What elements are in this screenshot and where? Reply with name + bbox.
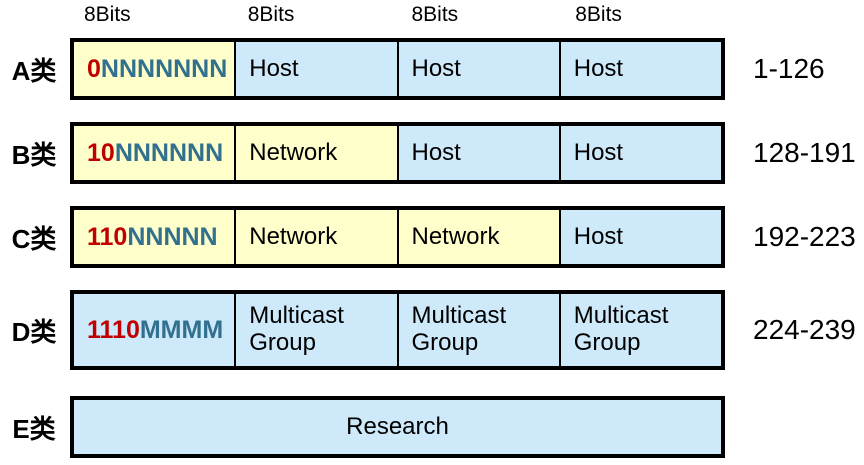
octet-row-c: 110NNNNN Network Network Host: [70, 206, 725, 268]
octet-cell-label: Multicast Group: [411, 302, 507, 356]
octet-cell-label: Network: [249, 138, 338, 166]
octet-cell-label: Host: [573, 222, 624, 250]
octet-cell-label: Host: [411, 54, 461, 82]
address-range-label: 224-239: [753, 314, 856, 345]
address-range-label: 192-223: [753, 221, 856, 252]
octet-cell: Host: [234, 42, 397, 96]
class-label-a: A类: [11, 55, 57, 86]
bit-pattern: 1110MMMM: [87, 316, 223, 344]
octet-cell-label: Multicast Group: [249, 302, 344, 356]
address-range-label: 128-191: [753, 137, 856, 168]
bit-width-label: 8Bits: [575, 3, 622, 26]
octet-cell: 10NNNNNN: [74, 126, 235, 180]
octet-cell: 0NNNNNNN: [74, 42, 235, 96]
bit-pattern-rest: NNNNNN: [114, 139, 224, 167]
octet-cell-label: Research: [346, 412, 449, 440]
class-label-b: B类: [11, 139, 57, 170]
octet-cell-label: Host: [411, 138, 461, 166]
octet-cell: Network: [396, 210, 559, 264]
octet-cell-label: Network: [249, 222, 338, 250]
octet-cell-label: Host: [573, 54, 624, 82]
octet-cell: Multicast Group: [396, 294, 559, 366]
class-label-c: C类: [11, 223, 57, 254]
octet-cell: Host: [558, 126, 721, 180]
octet-cell-label: Network: [411, 222, 500, 250]
bit-pattern-prefix: 110: [87, 223, 128, 251]
bit-pattern-rest: NNNNNNN: [100, 55, 228, 83]
bit-pattern: 110NNNNN: [87, 223, 218, 251]
octet-row-b: 10NNNNNN Network Host Host: [70, 122, 725, 184]
octet-cell: Host: [396, 42, 559, 96]
class-label-e: E类: [12, 413, 56, 444]
octet-cell: Multicast Group: [234, 294, 397, 366]
bit-pattern-prefix: 1110: [87, 316, 140, 344]
octet-cell: Research: [74, 400, 721, 454]
octet-cell: Host: [558, 210, 721, 264]
bit-pattern-prefix: 10: [87, 139, 115, 167]
octet-row-e: Research: [70, 396, 725, 458]
bit-pattern: 0NNNNNNN: [87, 55, 227, 83]
octet-cell-label: Host: [573, 138, 624, 166]
bit-pattern-rest: MMMM: [139, 316, 224, 344]
octet-row-a: 0NNNNNNN Host Host Host: [70, 38, 725, 100]
bit-pattern: 10NNNNNN: [87, 139, 223, 167]
octet-cell-label: Host: [249, 54, 299, 82]
octet-cell: Host: [558, 42, 721, 96]
octet-cell: Network: [234, 210, 397, 264]
class-label-d: D类: [11, 316, 57, 347]
address-range-label: 1-126: [753, 53, 825, 84]
bit-width-label: 8Bits: [247, 3, 295, 26]
octet-cell-label: Multicast Group: [573, 302, 669, 356]
octet-cell: Network: [234, 126, 397, 180]
bit-pattern-rest: NNNNN: [127, 223, 218, 251]
octet-row-d: 1110MMMM Multicast Group Multicast Group Mu…: [70, 290, 725, 370]
octet-cell: Multicast Group: [558, 294, 721, 366]
octet-cell: 1110MMMM: [74, 294, 235, 366]
octet-cell: Host: [396, 126, 559, 180]
bit-width-label: 8Bits: [411, 3, 459, 26]
octet-cell: 110NNNNN: [74, 210, 235, 264]
bit-pattern-prefix: 0: [87, 55, 101, 83]
bit-width-label: 8Bits: [84, 3, 131, 26]
